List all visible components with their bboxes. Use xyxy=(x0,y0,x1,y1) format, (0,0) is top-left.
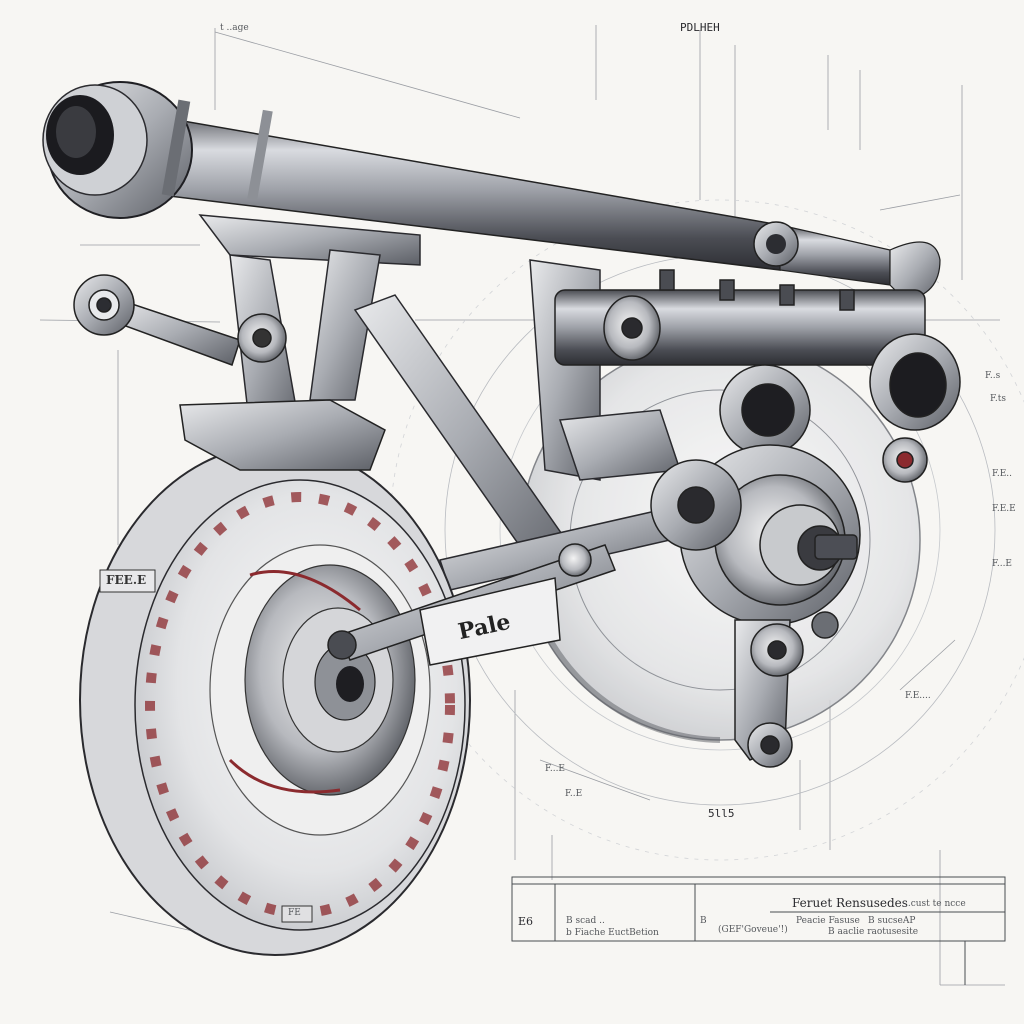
lower-right-note: F.E.... xyxy=(905,691,931,701)
title-block-row-a: (GEF'Goveue'!) xyxy=(718,925,788,935)
mid-label: F...E xyxy=(545,764,565,774)
right-note-5: F...E xyxy=(992,559,1012,569)
title-block-marker: B xyxy=(700,916,707,926)
title-block-row-d: B aaclie raotusesite xyxy=(828,927,919,937)
right-note-4: F.E.E xyxy=(992,504,1016,514)
dimension-label: F..E xyxy=(565,789,583,799)
title-block-left-line-2: b Fiache EuctBetion xyxy=(566,928,659,938)
hub-label: FE xyxy=(288,908,301,918)
connecting-rod xyxy=(327,543,616,666)
title-block-heading: Feruet Rensusedes xyxy=(792,896,908,910)
right-note-1: F..s xyxy=(985,371,1001,381)
top-center-label: PDLHEH xyxy=(680,21,720,34)
lever-arm xyxy=(73,274,287,366)
title-block-heading-sub: ..cust te ncce xyxy=(905,899,966,909)
title-block-row-c: B sucseAP xyxy=(868,916,916,926)
title-block xyxy=(511,876,1006,985)
right-note-2: F.ts xyxy=(990,394,1006,404)
crank-arm xyxy=(734,611,839,768)
front-wheel xyxy=(79,399,471,956)
main-barrel xyxy=(42,81,941,301)
title-block-left-line-1: B scad .. xyxy=(566,916,605,926)
right-note-3: F.E.. xyxy=(992,469,1012,479)
cylinder-assembly xyxy=(554,269,961,483)
rim-label: FEE.E xyxy=(106,573,147,587)
drive-hub xyxy=(650,444,861,626)
top-left-note: t ..age xyxy=(220,23,249,33)
title-block-number: E6 xyxy=(518,915,534,928)
title-block-row-b: Peacie Fasuse xyxy=(796,916,860,926)
reference-number: 5ll5 xyxy=(708,807,735,820)
